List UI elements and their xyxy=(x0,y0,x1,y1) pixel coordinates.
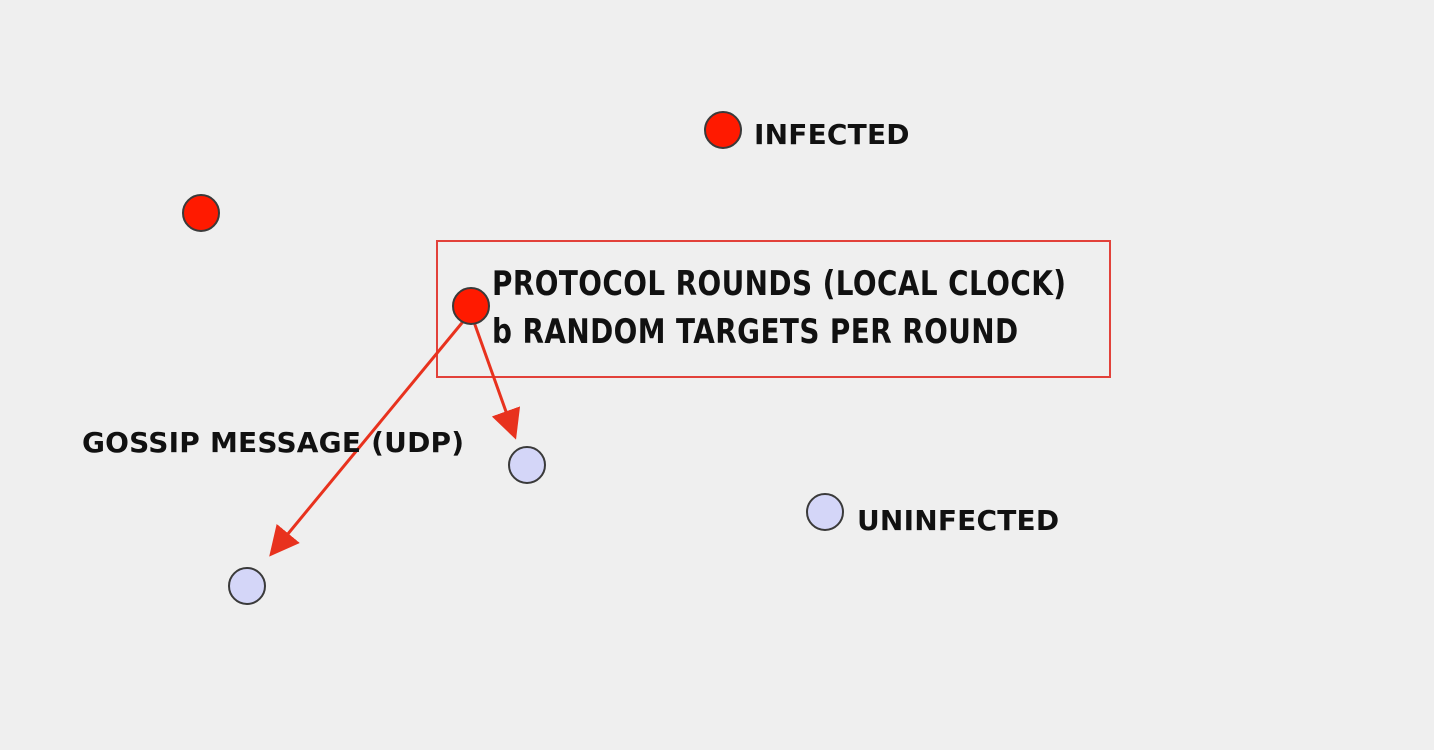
infected-node xyxy=(182,194,220,232)
uninfected-node-target xyxy=(228,567,266,605)
callout-box xyxy=(436,240,1111,378)
callout-text-random-targets: b RANDOM TARGETS PER ROUND xyxy=(492,312,1019,352)
infected-node-sender xyxy=(452,287,490,325)
uninfected-label: UNINFECTED xyxy=(857,504,1060,537)
gossip-message-label: GOSSIP MESSAGE (UDP) xyxy=(82,426,465,459)
infected-node-legend xyxy=(704,111,742,149)
callout-text-protocol-rounds: PROTOCOL ROUNDS (LOCAL CLOCK) xyxy=(492,264,1067,304)
uninfected-node-target xyxy=(508,446,546,484)
infected-label: INFECTED xyxy=(754,118,910,151)
gossip-arrow-short xyxy=(472,321,521,440)
uninfected-node-legend xyxy=(806,493,844,531)
gossip-arrow-long xyxy=(269,317,468,557)
